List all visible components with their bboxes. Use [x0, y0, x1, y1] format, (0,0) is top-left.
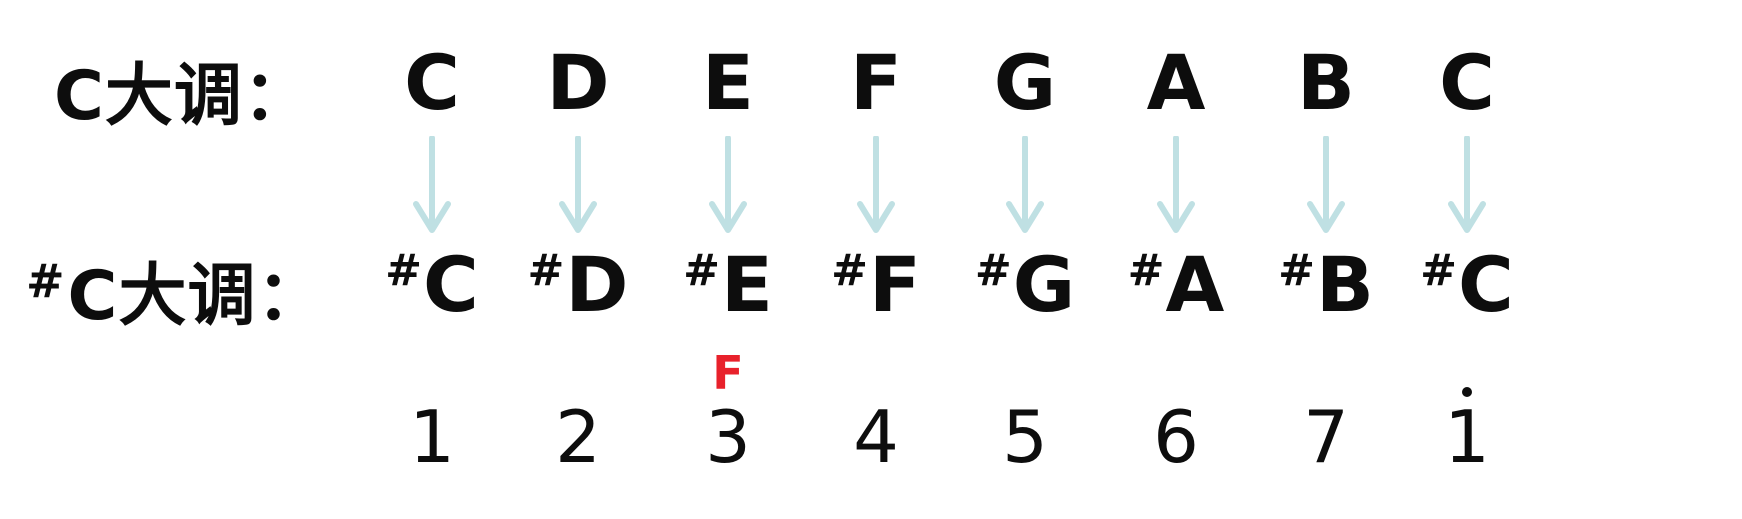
c-sharp-major-note-1: #C [362, 240, 502, 329]
c-sharp-major-note-3: #E [658, 240, 798, 329]
scale-degree-2: 2 [508, 395, 648, 479]
c-major-label: C大调： [54, 57, 312, 136]
note-letter: E [720, 240, 773, 329]
sharp-sign: # [974, 245, 1012, 296]
sharp-sign: # [385, 245, 423, 296]
c-major-note-3: E [702, 38, 754, 127]
c-sharp-major-note-7: #B [1256, 240, 1396, 329]
note-letter: G [1012, 240, 1076, 329]
note-letter: C [1458, 240, 1514, 329]
down-arrow-icon [508, 136, 648, 240]
note-letter: D [565, 240, 629, 329]
scale-degree-number: 7 [1303, 395, 1349, 479]
sharp-sign: # [527, 245, 565, 296]
sharp-sign: # [26, 254, 66, 308]
down-arrow-icon [1106, 136, 1246, 240]
sharp-sign: # [831, 245, 868, 296]
note-letter: A [1165, 240, 1225, 329]
down-arrow-icon [1397, 136, 1537, 240]
scale-degree-5: 5 [955, 395, 1095, 479]
scale-degree-4: 4 [806, 395, 946, 479]
high-octave-dot-icon [1462, 387, 1472, 397]
note-letter: B [1315, 240, 1374, 329]
c-major-note-1: C [404, 38, 460, 127]
down-arrow-icon [658, 136, 798, 240]
c-major-note-6: A [1146, 38, 1206, 127]
c-sharp-major-note-6: #A [1106, 240, 1246, 329]
down-arrow-icon [955, 136, 1095, 240]
sharp-sign: # [1420, 245, 1458, 296]
down-arrow-icon [806, 136, 946, 240]
sharp-sign: # [683, 245, 720, 296]
down-arrow-icon [362, 136, 502, 240]
sharp-sign: # [1278, 245, 1315, 296]
scale-degree-number: 4 [853, 395, 899, 479]
down-arrow-icon [1256, 136, 1396, 240]
scale-degree-7: 7 [1256, 395, 1396, 479]
scale-degree-3: 3 [658, 395, 798, 479]
scale-degree-number: 1 [1444, 387, 1490, 479]
scale-degree-number: 3 [705, 395, 751, 479]
note-letter: C [423, 240, 479, 329]
c-sharp-major-note-5: #G [955, 240, 1095, 329]
sharp-sign: # [1127, 245, 1165, 296]
enharmonic-note: F [712, 346, 744, 400]
c-sharp-major-note-4: #F [806, 240, 946, 329]
scale-degree-number: 6 [1153, 395, 1199, 479]
note-letter: F [868, 240, 921, 329]
c-major-note-8: C [1439, 38, 1495, 127]
c-sharp-major-note-8: #C [1397, 240, 1537, 329]
c-major-note-5: G [993, 38, 1057, 127]
c-major-note-2: D [546, 38, 610, 127]
scale-degree-number: 1 [409, 395, 455, 479]
c-sharp-major-label-text: C大调： [67, 257, 326, 336]
scale-degree-number: 2 [555, 395, 601, 479]
c-sharp-major-note-2: #D [508, 240, 648, 329]
scale-degree-6: 6 [1106, 395, 1246, 479]
scale-degree-number: 5 [1002, 395, 1048, 479]
c-sharp-major-label: #C大调： [26, 240, 325, 339]
scale-degree-8: 1 [1397, 387, 1537, 479]
scale-degree-1: 1 [362, 395, 502, 479]
c-major-note-7: B [1297, 38, 1355, 127]
c-major-note-4: F [850, 38, 902, 127]
